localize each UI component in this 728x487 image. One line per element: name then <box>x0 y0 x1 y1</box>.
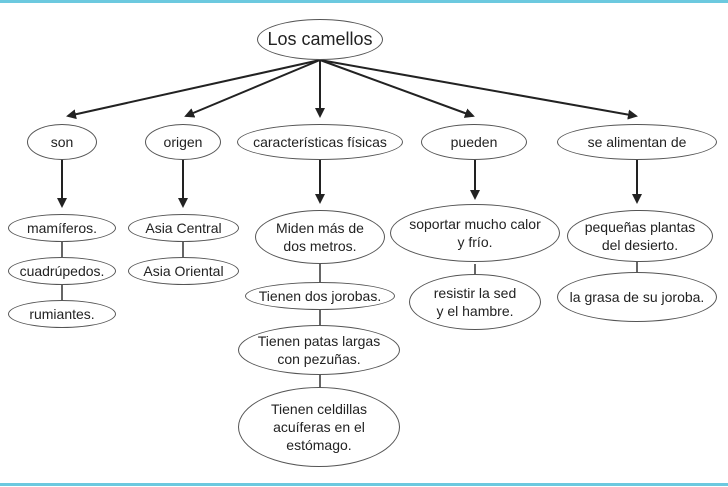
item-celdillas: Tienen celdillas acuíferas en el estómag… <box>238 387 400 467</box>
item-rumiantes: rumiantes. <box>8 300 116 328</box>
item-sed: resistir la sed y el hambre. <box>409 274 541 330</box>
root-node: Los camellos <box>257 19 383 60</box>
item-grasa: la grasa de su joroba. <box>557 272 717 322</box>
arrow-root-origen <box>184 59 321 118</box>
branch-alimentan: se alimentan de <box>557 124 717 160</box>
item-cuadrupedos: cuadrúpedos. <box>8 257 116 285</box>
arrow-root-alimentan <box>319 59 638 120</box>
item-asia-central: Asia Central <box>128 214 239 242</box>
item-patas: Tienen patas largas con pezuñas. <box>238 325 400 375</box>
bottom-border <box>0 483 728 486</box>
item-asia-oriental: Asia Oriental <box>128 257 239 285</box>
arrow-root-son <box>66 59 321 120</box>
item-miden: Miden más de dos metros. <box>255 210 385 264</box>
item-calor: soportar mucho calor y frío. <box>390 204 560 262</box>
branch-pueden: pueden <box>421 124 527 160</box>
branch-son: son <box>27 124 97 160</box>
item-plantas: pequeñas plantas del desierto. <box>567 210 713 262</box>
item-jorobas: Tienen dos jorobas. <box>245 282 395 310</box>
arrow-root-pueden <box>319 59 475 118</box>
item-mamiferos: mamíferos. <box>8 214 116 242</box>
branch-origen: origen <box>145 124 221 160</box>
top-border <box>0 0 728 3</box>
branch-caracteristicas: características físicas <box>237 124 403 160</box>
